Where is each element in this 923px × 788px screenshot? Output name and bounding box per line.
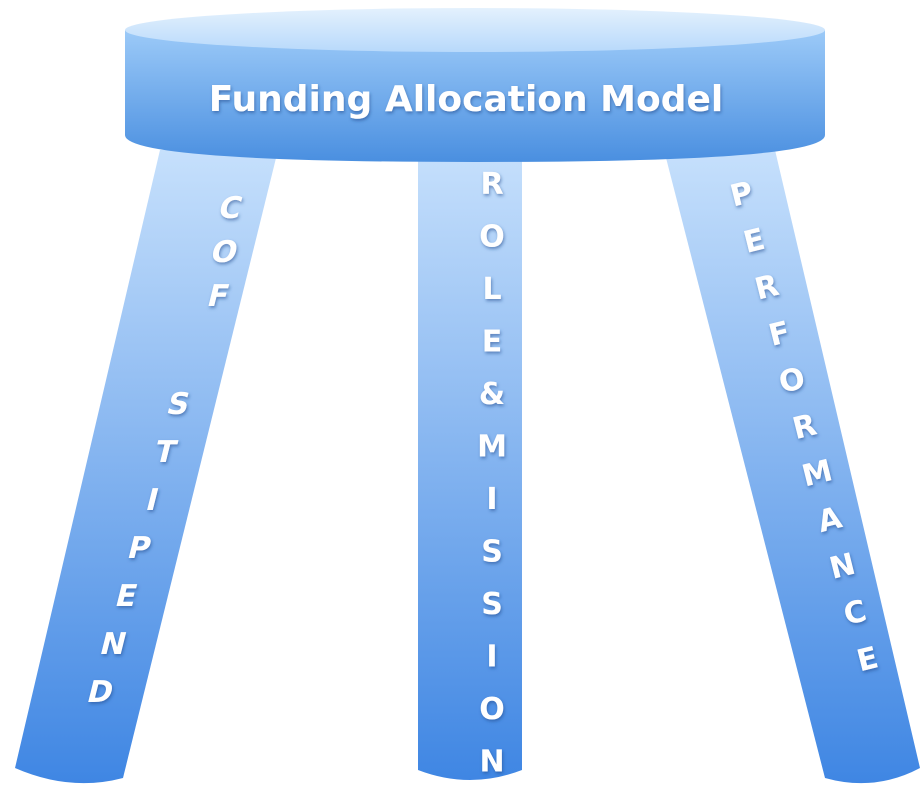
leg-left xyxy=(15,150,278,784)
seat-top xyxy=(125,8,825,52)
role-mission-letter: M xyxy=(477,430,507,465)
role-mission-letter: L xyxy=(482,272,501,307)
seat-side xyxy=(125,30,825,162)
role-mission-letter: E xyxy=(482,325,503,360)
role-mission-letter: S xyxy=(481,535,503,570)
role-mission-letter: O xyxy=(479,220,505,255)
role-mission-letter: S xyxy=(481,587,503,622)
role-mission-letter: R xyxy=(480,167,503,202)
role-mission-letter: I xyxy=(486,640,497,675)
seat-title: Funding Allocation Model xyxy=(209,79,724,120)
role-mission-letter: O xyxy=(479,692,505,727)
leg-right xyxy=(664,150,920,784)
role-mission-letter: N xyxy=(479,745,504,780)
role-mission-letter: & xyxy=(479,377,505,412)
role-mission-letter: I xyxy=(486,482,497,517)
leg-middle xyxy=(418,150,522,780)
